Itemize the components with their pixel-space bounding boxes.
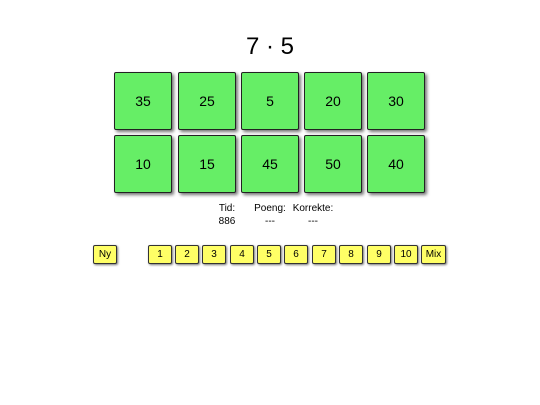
time-value: 886 — [218, 216, 236, 227]
question-text: 7 · 5 — [245, 33, 295, 60]
answer-tile[interactable]: 25 — [178, 72, 236, 130]
mix-button[interactable]: Mix — [421, 245, 446, 264]
table-button-7[interactable]: 7 — [312, 245, 336, 264]
correct-value: --- — [308, 216, 318, 227]
answer-tile[interactable]: 45 — [241, 135, 299, 193]
table-button-9[interactable]: 9 — [367, 245, 391, 264]
table-button-3[interactable]: 3 — [202, 245, 226, 264]
correct-stat: Korrekte: --- — [288, 202, 338, 228]
answer-tile[interactable]: 40 — [367, 135, 425, 193]
table-button-6[interactable]: 6 — [284, 245, 308, 264]
time-label: Tid: — [218, 203, 236, 214]
score-value: --- — [265, 216, 275, 227]
score-stat: Poeng: --- — [250, 202, 290, 228]
answer-tile[interactable]: 15 — [178, 135, 236, 193]
table-button-1[interactable]: 1 — [148, 245, 172, 264]
answer-tile[interactable]: 30 — [367, 72, 425, 130]
table-button-8[interactable]: 8 — [339, 245, 363, 264]
table-button-5[interactable]: 5 — [257, 245, 281, 264]
answer-tile[interactable]: 10 — [114, 135, 172, 193]
correct-label: Korrekte: — [292, 203, 334, 214]
table-button-2[interactable]: 2 — [175, 245, 199, 264]
answer-grid: 35 25 5 20 30 10 15 45 50 40 — [114, 72, 430, 197]
answer-tile[interactable]: 20 — [304, 72, 362, 130]
answer-tile[interactable]: 5 — [241, 72, 299, 130]
table-button-4[interactable]: 4 — [230, 245, 254, 264]
new-game-button[interactable]: Ny — [93, 245, 117, 264]
table-button-10[interactable]: 10 — [394, 245, 418, 264]
answer-tile[interactable]: 35 — [114, 72, 172, 130]
answer-tile[interactable]: 50 — [304, 135, 362, 193]
score-label: Poeng: — [254, 203, 286, 214]
time-stat: Tid: 886 — [212, 202, 242, 228]
